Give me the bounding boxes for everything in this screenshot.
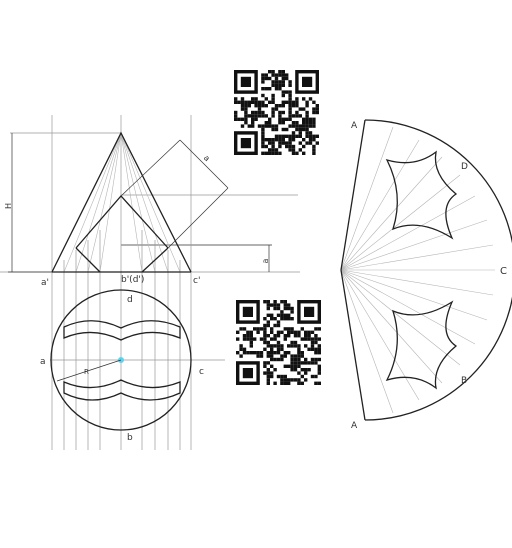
front-view: H a a a' b'(d') c' [0, 115, 300, 450]
cone-outline [51, 131, 192, 273]
point-label-C: C [500, 266, 507, 277]
development-edge-top [340, 119, 366, 271]
cut-dimension-label: a [261, 258, 270, 263]
projection-lines [51, 115, 192, 450]
point-label-b: b [127, 433, 133, 443]
cut-outline-upper [75, 195, 169, 249]
cut-outline-right [141, 247, 169, 273]
development-upper-cut [385, 150, 458, 240]
lower-cut-region [63, 379, 181, 401]
qr-code-bottom [236, 300, 321, 385]
slant-dimension-line [179, 139, 229, 189]
point-label-A-top: A [351, 121, 358, 131]
point-label-D: D [461, 162, 468, 172]
point-label-a: a [40, 357, 46, 367]
point-label-d: d [127, 295, 133, 305]
generator-lines [63, 132, 181, 273]
radius-line [56, 359, 122, 382]
top-view: R d a c b [40, 289, 225, 443]
slant-dimension-label: a [202, 153, 212, 163]
point-label-b-prime-d-prime: b'(d') [121, 275, 144, 285]
cut-outline-left [75, 247, 101, 273]
height-dimension-label: H [4, 203, 13, 209]
development-view: A D C B A [340, 119, 512, 431]
point-label-B: B [461, 376, 467, 386]
point-label-A-bottom: A [351, 421, 358, 431]
development-arc [364, 119, 512, 421]
point-label-c-prime: c' [193, 276, 200, 286]
point-label-a-prime: a' [41, 278, 49, 288]
point-label-c: c [199, 367, 204, 377]
qr-code-top [234, 70, 319, 155]
base-circle [50, 289, 192, 431]
upper-cut-region [63, 320, 181, 341]
radius-label: R [84, 368, 89, 376]
development-edge-bottom [340, 269, 366, 421]
development-lower-cut [385, 300, 458, 390]
